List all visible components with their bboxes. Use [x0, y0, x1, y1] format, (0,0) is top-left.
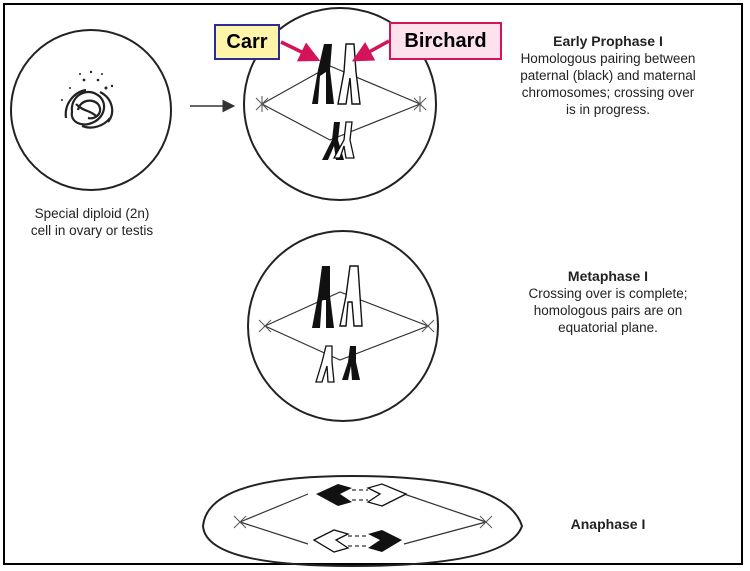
spindle-pole-left — [259, 320, 271, 332]
paternal-chromosome-left-top — [316, 484, 352, 506]
early-prophase-line-3: chromosomes; crossing over — [508, 84, 708, 101]
maternal-chromosome-large — [338, 44, 360, 104]
early-prophase-line-1: Homologous pairing between — [508, 50, 708, 67]
caption-line-2: cell in ovary or testis — [4, 222, 180, 239]
paternal-chromosome-small — [342, 346, 360, 380]
anaphase-cell — [203, 476, 522, 566]
spindle-pole-right — [414, 96, 426, 112]
early-prophase-description: Early Prophase I Homologous pairing betw… — [508, 33, 708, 118]
metaphase-line-2: homologous pairs are on — [508, 302, 708, 319]
birchard-label: Birchard — [404, 30, 486, 53]
metaphase-line-3: equatorial plane. — [508, 319, 708, 336]
metaphase-cell — [248, 231, 438, 421]
carr-pointer-arrow — [281, 42, 314, 58]
paternal-chromosome-large — [312, 266, 334, 328]
metaphase-line-1: Crossing over is complete; — [508, 285, 708, 302]
initial-cell-caption: Special diploid (2n) cell in ovary or te… — [4, 205, 180, 239]
caption-line-1: Special diploid (2n) — [4, 205, 180, 222]
early-prophase-line-4: is in progress. — [508, 101, 708, 118]
initial-cell — [11, 30, 171, 190]
maternal-chromosome-large — [340, 266, 362, 326]
nucleus-chromatin — [66, 90, 112, 128]
birchard-callout: Birchard — [389, 22, 502, 60]
spindle-pole-right — [422, 320, 434, 332]
carr-label: Carr — [226, 31, 267, 54]
spindle-pole-left — [234, 516, 246, 528]
carr-callout: Carr — [214, 24, 280, 60]
spindle-pole-right — [480, 516, 492, 528]
anaphase-title: Anaphase I — [548, 516, 668, 533]
birchard-pointer-arrow — [358, 41, 389, 58]
spindle-pole-left — [256, 96, 268, 112]
early-prophase-title: Early Prophase I — [508, 33, 708, 50]
separation-lines — [348, 490, 368, 546]
metaphase-description: Metaphase I Crossing over is complete; h… — [508, 268, 708, 336]
maternal-chromosome-left-bottom — [314, 530, 348, 552]
maternal-chromosome-right-top — [368, 484, 406, 506]
paternal-chromosome-right-bottom — [368, 530, 402, 552]
metaphase-title: Metaphase I — [508, 268, 708, 285]
maternal-chromosome-small — [316, 346, 334, 382]
early-prophase-line-2: paternal (black) and maternal — [508, 67, 708, 84]
